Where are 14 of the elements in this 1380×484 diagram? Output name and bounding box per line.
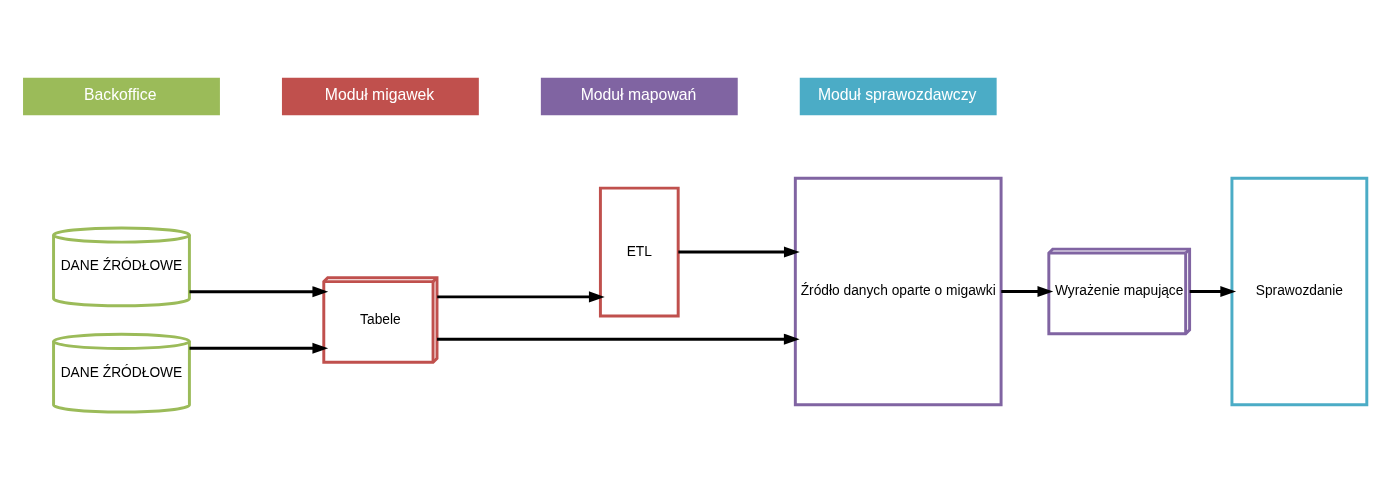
node-box: ETL: [598, 186, 680, 318]
arrow: [189, 342, 329, 354]
legend-label: Moduł mapowań: [580, 86, 697, 104]
node-box: Źródło danych oparte o migawki: [793, 176, 1003, 407]
arrow: [1189, 285, 1237, 297]
arrow: [189, 286, 329, 298]
arrow: [437, 333, 800, 345]
arrow: [1001, 285, 1054, 297]
legend-label: Moduł migawek: [324, 86, 435, 104]
arrow: [678, 246, 800, 258]
arrow: [437, 291, 605, 303]
legend-label: Backoffice: [84, 86, 157, 104]
node-box: Sprawozdanie: [1230, 176, 1369, 407]
legend-label: Moduł sprawozdawczy: [817, 86, 977, 104]
